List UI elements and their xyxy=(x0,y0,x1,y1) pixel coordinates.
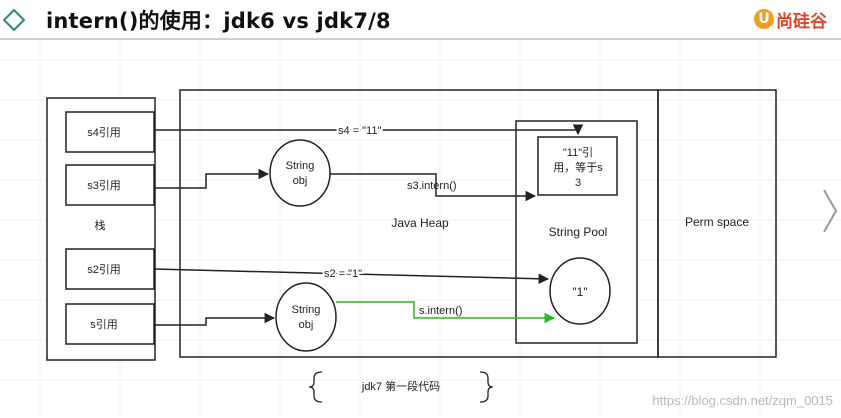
pool-entry-ref-line1: "11"引 xyxy=(563,145,593,159)
string-pool-label: String Pool xyxy=(549,225,608,239)
perm-space-label: Perm space xyxy=(685,215,749,229)
stack-ref-s4-label: s4引用 xyxy=(87,125,121,139)
pool-entry-literal-1 xyxy=(549,257,611,325)
stack-ref-s-label: s引用 xyxy=(90,317,118,331)
heap-string-obj-2 xyxy=(275,282,337,352)
stack-ref-s2-label: s2引用 xyxy=(87,262,121,276)
perm-space-area xyxy=(657,89,777,358)
arrow-s-to-string-obj xyxy=(154,312,276,326)
diamond-bullet-icon xyxy=(2,8,26,32)
arrow-s3-intern-label: s3.intern() xyxy=(407,180,457,192)
stack-ref-s xyxy=(65,303,155,345)
pool-entry-literal-label: "1" xyxy=(572,285,587,299)
watermark-text: https://blog.csdn.net/zqm_0015 xyxy=(652,393,833,408)
arrow-s2-to-literal xyxy=(153,268,550,285)
caption-left-brace xyxy=(308,371,323,403)
diagram-caption: jdk7 第一段代码 xyxy=(361,379,440,393)
stack-ref-s4 xyxy=(65,111,155,153)
arrow-s-intern-label: s.intern() xyxy=(419,305,462,317)
heap-string-obj-2-line1: String xyxy=(292,304,321,316)
slide-header: intern()的使用：jdk6 vs jdk7/8 U 尚硅谷 xyxy=(0,0,841,40)
logo-mark-icon: U xyxy=(754,9,774,29)
heap-string-obj-1-line2: obj xyxy=(293,175,308,187)
arrow-s4-label: s4 = "11" xyxy=(338,125,381,137)
brand-logo: U 尚硅谷 xyxy=(754,7,827,32)
logo-text: 尚硅谷 xyxy=(776,11,827,32)
stack-ref-s3 xyxy=(65,164,155,206)
pool-entry-ref-line2: 用，等于s xyxy=(553,160,603,174)
heap-string-obj-2-line2: obj xyxy=(299,319,314,331)
arrow-s3-to-string-obj xyxy=(154,168,270,189)
heap-string-obj-1-line1: String xyxy=(286,160,315,172)
arrow-s2-label: s2 = "1" xyxy=(324,268,362,280)
stack-ref-s3-label: s3引用 xyxy=(87,178,121,192)
slide-title: intern()的使用：jdk6 vs jdk7/8 xyxy=(46,9,391,33)
pool-entry-ref-line3: 3 xyxy=(575,177,581,189)
next-slide-chevron-icon[interactable] xyxy=(821,186,839,236)
pool-entry-ref-11 xyxy=(537,136,618,196)
stack-label: 栈 xyxy=(95,218,106,232)
caption-right-brace xyxy=(479,371,494,403)
arrow-s-intern-to-literal xyxy=(336,301,556,324)
arrow-s3-intern-to-pool xyxy=(330,173,537,202)
java-heap-label: Java Heap xyxy=(391,216,449,230)
stack-ref-s2 xyxy=(65,248,155,290)
arrow-s4-to-pool-ref xyxy=(154,124,584,136)
heap-string-obj-1 xyxy=(269,139,331,207)
memory-diagram: s4引用 s3引用 栈 s2引用 s引用 Perm space Java Hea… xyxy=(0,40,841,414)
